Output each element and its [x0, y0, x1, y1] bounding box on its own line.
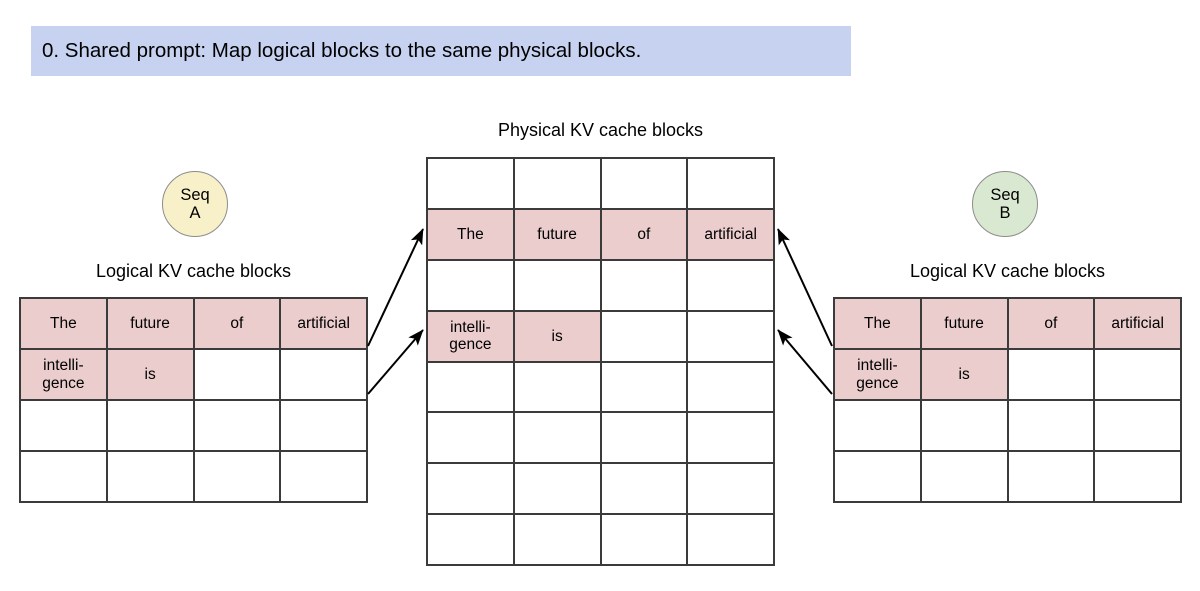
physical-kv-grid-cell-r2-c1	[514, 260, 602, 312]
physical-kv-grid-cell-r1-c3: artificial	[688, 209, 775, 261]
physical-kv-grid-cell-r5-c2	[601, 413, 689, 465]
step-banner: 0. Shared prompt: Map logical blocks to …	[31, 26, 851, 76]
physical-kv-grid-cell-r0-c0	[428, 159, 515, 210]
physical-kv-grid-cell-r3-c3	[688, 311, 775, 363]
logical-kv-grid-seq-b-cell-r1-c1: is	[921, 350, 1009, 401]
physical-kv-grid-cell-r5-c0	[428, 413, 515, 465]
physical-kv-grid-cell-r6-c2	[601, 464, 689, 516]
seq-b-label-line2: B	[999, 204, 1011, 222]
logical-kv-grid-seq-b-cell-r1-c3	[1095, 350, 1182, 401]
logical-kv-grid-seq-a-cell-r0-c0: The	[21, 299, 108, 350]
physical-kv-grid-cell-r4-c1	[514, 362, 602, 414]
physical-kv-grid-cell-r2-c3	[688, 260, 775, 312]
physical-kv-grid-cell-r2-c0	[428, 260, 515, 312]
physical-kv-grid-cell-r0-c2	[601, 159, 689, 210]
seq-a-label-line1: Seq	[180, 185, 210, 204]
logical-blocks-caption-b: Logical KV cache blocks	[909, 261, 1106, 281]
physical-kv-grid-cell-r4-c2	[601, 362, 689, 414]
logical-kv-grid-seq-b-cell-r3-c2	[1008, 452, 1096, 503]
logical-kv-grid-seq-b-cell-r2-c3	[1095, 401, 1182, 452]
logical-kv-grid-seq-a-cell-r0-c3: artificial	[281, 299, 368, 350]
logical-kv-grid-seq-a-cell-r3-c3	[281, 452, 368, 503]
logical-kv-grid-seq-b-cell-r0-c3: artificial	[1095, 299, 1182, 350]
physical-kv-grid-cell-r6-c1	[514, 464, 602, 516]
logical-kv-grid-seq-b-cell-r0-c1: future	[921, 299, 1009, 350]
physical-blocks-caption: Physical KV cache blocks	[497, 120, 704, 140]
arrow-seq-b-block1	[777, 329, 833, 395]
seq-a-label-line2: A	[189, 204, 201, 222]
logical-kv-grid-seq-b-cell-r2-c2	[1008, 401, 1096, 452]
step-banner-text: 0. Shared prompt: Map logical blocks to …	[42, 38, 642, 62]
physical-kv-grid-cell-r3-c1: is	[514, 311, 602, 363]
physical-kv-grid-cell-r3-c0: intelli-gence	[428, 311, 515, 363]
physical-kv-grid-cell-r4-c0	[428, 362, 515, 414]
logical-kv-grid-seq-a-cell-r2-c3	[281, 401, 368, 452]
physical-kv-grid-cell-r6-c0	[428, 464, 515, 516]
logical-kv-grid-seq-a-cell-r0-c2: of	[194, 299, 282, 350]
logical-kv-grid-seq-b-cell-r0-c2: of	[1008, 299, 1096, 350]
physical-kv-grid-cell-r3-c2	[601, 311, 689, 363]
logical-kv-grid-seq-b-cell-r3-c3	[1095, 452, 1182, 503]
logical-kv-grid-seq-a-cell-r3-c2	[194, 452, 282, 503]
arrow-seq-a-block0	[367, 228, 424, 347]
logical-kv-grid-seq-a-cell-r1-c2	[194, 350, 282, 401]
physical-kv-grid-cell-r0-c1	[514, 159, 602, 210]
seq-b-label-line1: Seq	[990, 185, 1020, 204]
logical-kv-grid-seq-b-cell-r2-c1	[921, 401, 1009, 452]
physical-kv-grid-cell-r5-c3	[688, 413, 775, 465]
logical-kv-grid-seq-b-cell-r1-c0: intelli-gence	[835, 350, 922, 401]
logical-kv-grid-seq-a-cell-r3-c1	[107, 452, 195, 503]
physical-kv-grid-cell-r4-c3	[688, 362, 775, 414]
logical-kv-grid-seq-a-cell-r3-c0	[21, 452, 108, 503]
physical-kv-grid-cell-r1-c1: future	[514, 209, 602, 261]
logical-kv-grid-seq-a-cell-r2-c0	[21, 401, 108, 452]
physical-kv-grid-cell-r5-c1	[514, 413, 602, 465]
logical-kv-grid-seq-a-cell-r1-c1: is	[107, 350, 195, 401]
logical-kv-grid-seq-a-cell-r0-c1: future	[107, 299, 195, 350]
physical-kv-grid-cell-r7-c3	[688, 515, 775, 566]
logical-kv-grid-seq-b-cell-r2-c0	[835, 401, 922, 452]
logical-kv-grid-seq-a-cell-r1-c3	[281, 350, 368, 401]
arrow-seq-b-block0	[777, 228, 833, 347]
physical-kv-grid-cell-r1-c0: The	[428, 209, 515, 261]
logical-kv-grid-seq-b-cell-r1-c2	[1008, 350, 1096, 401]
arrow-seq-a-block1	[367, 329, 424, 395]
seq-b-badge[interactable]: Seq B	[972, 171, 1038, 237]
physical-kv-grid-cell-r6-c3	[688, 464, 775, 516]
logical-kv-grid-seq-a-cell-r1-c0: intelli-gence	[21, 350, 108, 401]
logical-kv-grid-seq-b-cell-r0-c0: The	[835, 299, 922, 350]
physical-kv-grid-cell-r7-c1	[514, 515, 602, 566]
physical-kv-grid-cell-r1-c2: of	[601, 209, 689, 261]
physical-kv-grid-cell-r7-c0	[428, 515, 515, 566]
logical-kv-grid-seq-a-cell-r2-c1	[107, 401, 195, 452]
physical-kv-grid-cell-r7-c2	[601, 515, 689, 566]
logical-kv-grid-seq-b-cell-r3-c0	[835, 452, 922, 503]
logical-kv-grid-seq-a-cell-r2-c2	[194, 401, 282, 452]
seq-a-badge[interactable]: Seq A	[162, 171, 228, 237]
logical-blocks-caption-a: Logical KV cache blocks	[95, 261, 292, 281]
physical-kv-grid-cell-r0-c3	[688, 159, 775, 210]
physical-kv-grid-cell-r2-c2	[601, 260, 689, 312]
logical-kv-grid-seq-b-cell-r3-c1	[921, 452, 1009, 503]
